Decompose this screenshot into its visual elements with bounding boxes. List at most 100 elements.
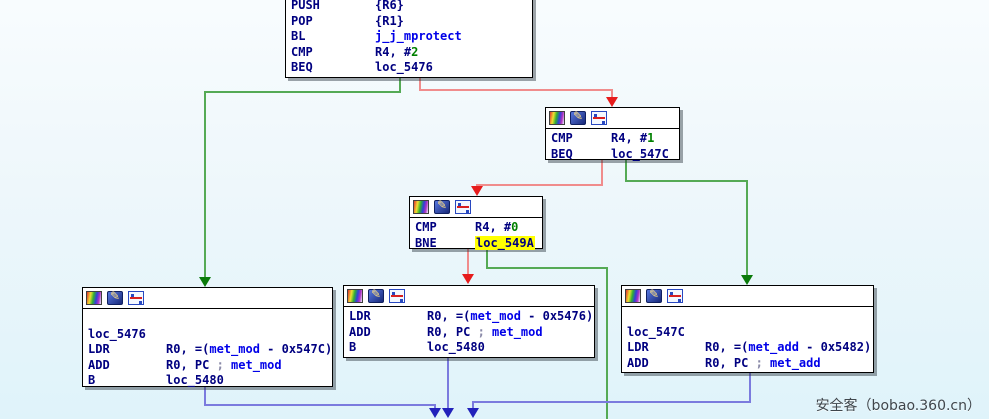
- edge-b-5480-from-mid-arrowhead: [442, 408, 454, 418]
- asm-line[interactable]: BNE loc_549A: [415, 235, 542, 252]
- operand: - 0x5476): [520, 309, 594, 323]
- edge-beq-5476-fall: [419, 78, 613, 98]
- operand: R0, =(: [427, 309, 471, 323]
- edge-beq-547C-fall: [476, 160, 603, 187]
- operand: R0, PC: [705, 355, 756, 370]
- asm-line[interactable]: BEQ loc_5476: [291, 60, 532, 76]
- asm-line[interactable]: POP {R1}: [291, 14, 532, 30]
- node-titlebar[interactable]: [622, 286, 873, 307]
- operand: loc_5476: [375, 60, 433, 74]
- mnemonic: BL: [291, 29, 306, 43]
- operand: ;: [216, 357, 232, 372]
- node-titlebar[interactable]: [83, 288, 332, 309]
- asm-line[interactable]: [627, 309, 873, 325]
- operand: R4, #: [375, 44, 412, 59]
- operand: j_j_mprotect: [375, 29, 462, 43]
- asm-line[interactable]: ADD R0, PC ; met_mod: [88, 358, 332, 374]
- asm-line[interactable]: LDR R0, =(met_mod - 0x547C): [88, 342, 332, 358]
- edge-beq-547C-taken: [625, 160, 748, 275]
- mnemonic: POP: [291, 13, 313, 28]
- operand: - 0x5482): [798, 340, 872, 354]
- operand: ;: [755, 355, 771, 370]
- mnemonic: LDR: [627, 340, 649, 354]
- operand: R0, PC: [166, 357, 217, 372]
- node-edit-icon[interactable]: [646, 287, 662, 303]
- mnemonic: BEQ: [291, 60, 313, 74]
- node-collapse-icon[interactable]: [455, 200, 471, 214]
- node-collapse-icon[interactable]: [128, 291, 144, 305]
- node-collapse-icon[interactable]: [389, 289, 405, 303]
- operand: R0, PC: [427, 324, 478, 339]
- mnemonic: PUSH: [291, 0, 320, 12]
- mnemonic: CMP: [415, 220, 437, 234]
- node-edit-icon[interactable]: [107, 289, 123, 305]
- mnemonic: ADD: [88, 357, 110, 372]
- asm-line[interactable]: CMP R4, #2: [291, 45, 532, 61]
- operand: R4, #: [475, 220, 512, 234]
- operand: 2: [411, 44, 419, 59]
- operand: - 0x547C): [259, 342, 332, 356]
- asm-line[interactable]: loc_5476: [88, 327, 332, 343]
- operand: loc_5480: [427, 340, 485, 354]
- mnemonic: CMP: [291, 44, 313, 59]
- mnemonic: ADD: [349, 324, 371, 339]
- operand: met_mod: [231, 357, 282, 372]
- node-edit-icon[interactable]: [570, 109, 586, 125]
- operand: loc_547C: [627, 324, 685, 339]
- node-titlebar[interactable]: [546, 108, 679, 129]
- operand: loc_547C: [611, 146, 669, 161]
- operand: met_mod: [470, 309, 521, 323]
- node-color-icon[interactable]: [549, 111, 565, 125]
- asm-line[interactable]: BL j_j_mprotect: [291, 29, 532, 45]
- edge-beq-547C-fall-arrowhead: [471, 186, 483, 196]
- mnemonic: LDR: [88, 342, 110, 356]
- node-titlebar[interactable]: [410, 197, 542, 218]
- node-edit-icon[interactable]: [434, 198, 450, 214]
- asm-line[interactable]: loc_547C: [627, 325, 873, 341]
- watermark: 安全客（bobao.360.cn）: [815, 398, 981, 414]
- operand: R0, =(: [166, 342, 210, 356]
- operand: {R6}: [375, 0, 404, 12]
- asm-line[interactable]: CMP R4, #0: [415, 220, 542, 236]
- edge-beq-5476-taken: [204, 78, 401, 277]
- node-color-icon[interactable]: [413, 200, 429, 214]
- mnemonic: CMP: [551, 131, 573, 145]
- node-collapse-icon[interactable]: [591, 111, 607, 125]
- node-color-icon[interactable]: [347, 289, 363, 303]
- node-color-icon[interactable]: [86, 291, 102, 305]
- edge-bne-549A-fall-arrowhead: [462, 274, 474, 284]
- asm-line[interactable]: [88, 311, 332, 327]
- edge-beq-547C-taken-arrowhead: [741, 275, 753, 285]
- operand: ;: [477, 324, 493, 339]
- operand: 0: [511, 220, 519, 234]
- node-edit-icon[interactable]: [368, 287, 384, 303]
- edge-b-5480-from-5476-arrowhead: [429, 408, 441, 418]
- operand: {R1}: [375, 13, 404, 28]
- operand: loc_549A: [475, 235, 535, 250]
- node-color-icon[interactable]: [625, 289, 641, 303]
- node-titlebar[interactable]: [344, 286, 594, 307]
- asm-line[interactable]: PUSH {R6}: [291, 0, 532, 14]
- edge-fall-5480-from-547C-arrowhead: [467, 408, 479, 418]
- node-collapse-icon[interactable]: [667, 289, 683, 303]
- mnemonic: BNE: [415, 235, 437, 250]
- operand: met_mod: [209, 342, 260, 356]
